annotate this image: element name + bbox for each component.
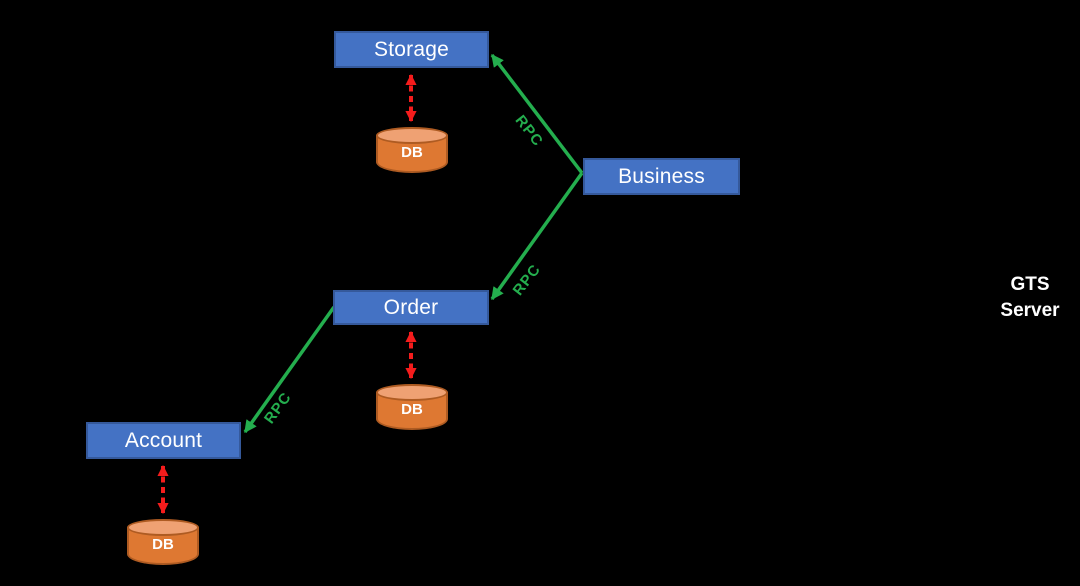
gts-server-line2: Server — [1000, 300, 1060, 321]
node-storage-label: Storage — [374, 37, 449, 61]
database-label: DB — [401, 144, 423, 161]
database-label: DB — [152, 536, 174, 553]
rpc-edge-business-storage — [490, 53, 584, 175]
rpc-label-business-storage: RPC — [511, 112, 547, 150]
database-label: DB — [401, 401, 423, 418]
gts-server-annotation: GTS Server — [975, 272, 1080, 324]
node-order-label: Order — [383, 295, 439, 319]
database-cylinder-top — [376, 384, 448, 401]
rpc-label-business-order: RPC — [509, 261, 545, 299]
gts-server-line1: GTS — [1010, 274, 1050, 295]
node-account: Account — [86, 422, 241, 459]
node-order: Order — [333, 290, 489, 325]
rpc-edge-order-account — [243, 305, 336, 434]
node-business-label: Business — [618, 164, 705, 188]
node-business: Business — [583, 158, 740, 195]
node-storage: Storage — [334, 31, 489, 68]
rpc-label-order-account: RPC — [260, 388, 296, 428]
database-cylinder-storage: DB — [376, 127, 448, 173]
database-cylinder-order: DB — [376, 384, 448, 430]
database-cylinder-top — [127, 519, 199, 536]
node-account-label: Account — [124, 428, 203, 452]
database-cylinder-account: DB — [127, 519, 199, 565]
database-cylinder-top — [376, 127, 448, 144]
